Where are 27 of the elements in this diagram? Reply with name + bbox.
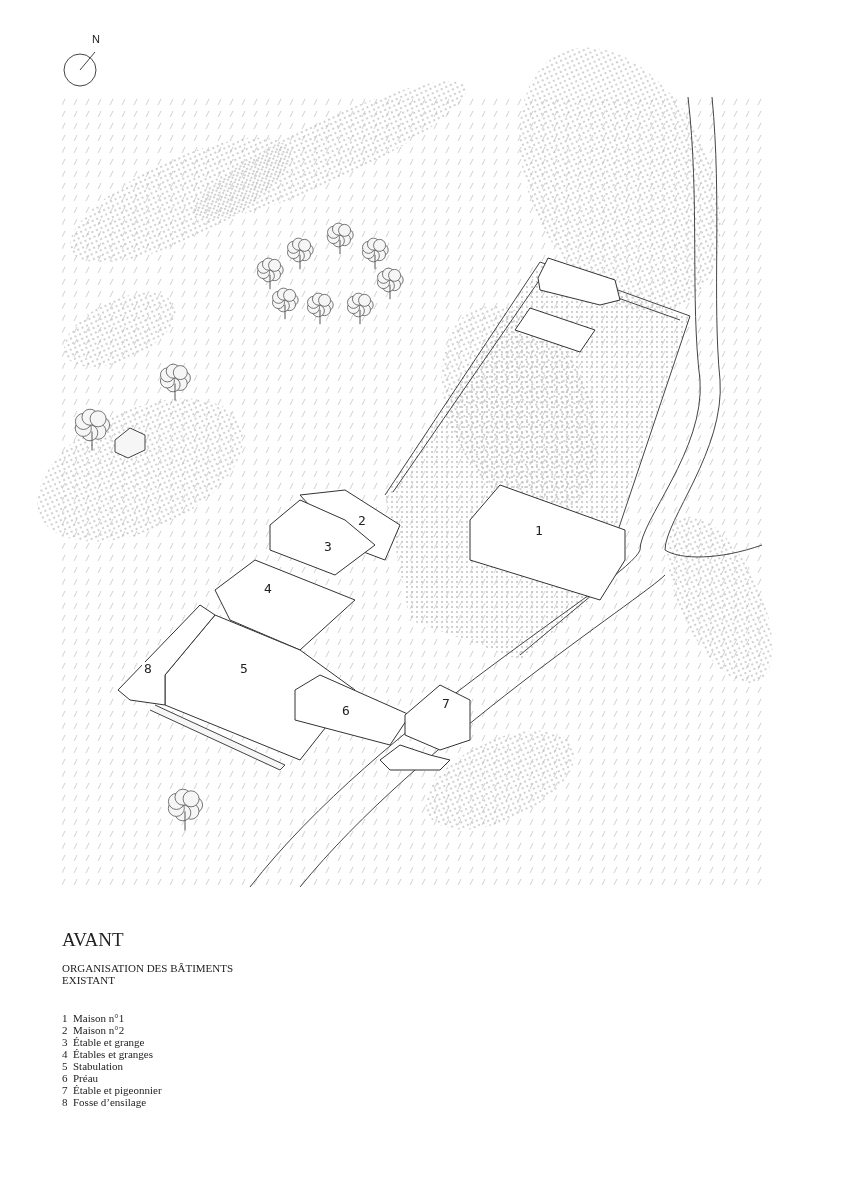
legend-text: Fosse d’ensilage: [73, 1096, 146, 1108]
legend-text: Maison n°2: [73, 1024, 125, 1036]
legend-number: 8: [62, 1096, 69, 1108]
legend-number: 1: [62, 1012, 69, 1024]
callout-number: 5: [238, 662, 250, 676]
legend-text: Maison n°1: [73, 1012, 125, 1024]
legend-text: Étable et grange: [73, 1036, 145, 1048]
legend-text: Préau: [73, 1072, 99, 1084]
title: AVANT: [62, 929, 124, 951]
callout-number: 7: [440, 697, 452, 711]
callout-number: 4: [262, 582, 274, 596]
legend-number: 7: [62, 1084, 69, 1096]
callout-number: 8: [142, 662, 154, 676]
subtitle: ORGANISATION DES BÂTIMENTS EXISTANT: [62, 962, 235, 986]
north-label: N: [92, 33, 100, 45]
legend-text: Étable et pigeonnier: [73, 1084, 162, 1096]
callout-number: 1: [533, 524, 545, 538]
legend-text: Étables et granges: [73, 1048, 154, 1060]
callout-number: 3: [322, 540, 334, 554]
legend-number: 2: [62, 1024, 69, 1036]
legend-number: 6: [62, 1072, 69, 1084]
callout-number: 2: [356, 514, 368, 528]
legend-text: Stabulation: [73, 1060, 124, 1072]
legend-number: 3: [62, 1036, 69, 1048]
legend-number: 4: [62, 1048, 69, 1060]
legend-number: 5: [62, 1060, 69, 1072]
callout-number: 6: [340, 704, 352, 718]
